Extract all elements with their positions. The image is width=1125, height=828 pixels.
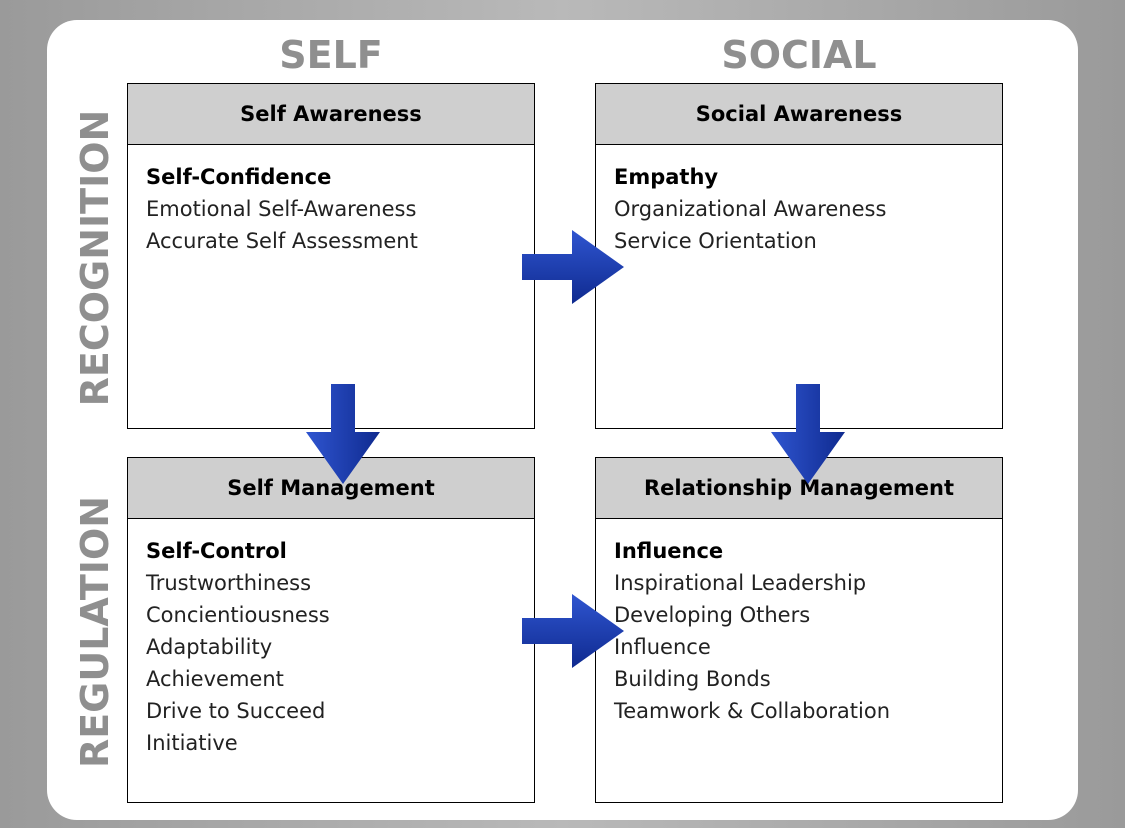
quadrant-self-management: Self Management Self-Control Trustworthi… <box>127 457 535 803</box>
list-item: Inspirational Leadership <box>614 571 867 595</box>
arrow-down-icon <box>306 384 380 484</box>
list-item: Influence <box>614 539 724 563</box>
arrow-down-icon <box>771 384 845 484</box>
arrow-shape <box>306 384 380 484</box>
quadrant-relationship-management: Relationship Management Influence Inspir… <box>595 457 1003 803</box>
competency-list: Self-Confidence Emotional Self-Awareness… <box>128 145 534 257</box>
arrow-shape <box>522 594 624 668</box>
arrow-shape <box>771 384 845 484</box>
row-heading-regulation: REGULATION <box>73 495 117 769</box>
column-heading-social: SOCIAL <box>721 33 877 77</box>
arrow-right-icon <box>522 594 624 668</box>
list-item: Trustworthiness <box>146 571 312 595</box>
row-heading-recognition: RECOGNITION <box>73 109 117 407</box>
arrow-right-icon <box>522 230 624 304</box>
list-item: Service Orientation <box>614 229 817 253</box>
list-item: Influence <box>614 635 711 659</box>
list-item: Self-Confidence <box>146 165 332 189</box>
column-heading-self: SELF <box>279 33 383 77</box>
quadrant-social-awareness: Social Awareness Empathy Organizational … <box>595 83 1003 429</box>
quadrant-self-awareness: Self Awareness Self-Confidence Emotional… <box>127 83 535 429</box>
list-item: Drive to Succeed <box>146 699 326 723</box>
list-item: Initiative <box>146 731 238 755</box>
list-item: Accurate Self Assessment <box>146 229 418 253</box>
list-item: Emotional Self-Awareness <box>146 197 417 221</box>
list-item: Empathy <box>614 165 719 189</box>
quadrant-title: Self Management <box>128 458 534 519</box>
list-item: Organizational Awareness <box>614 197 887 221</box>
list-item: Achievement <box>146 667 284 691</box>
list-item: Concientiousness <box>146 603 330 627</box>
list-item: Building Bonds <box>614 667 771 691</box>
competency-list: Influence Inspirational Leadership Devel… <box>596 519 1002 727</box>
list-item: Self-Control <box>146 539 287 563</box>
quadrant-title: Self Awareness <box>128 84 534 145</box>
quadrant-title: Social Awareness <box>596 84 1002 145</box>
list-item: Developing Others <box>614 603 811 627</box>
arrow-shape <box>522 230 624 304</box>
list-item: Teamwork & Collaboration <box>614 699 891 723</box>
quadrant-title: Relationship Management <box>596 458 1002 519</box>
list-item: Adaptability <box>146 635 273 659</box>
competency-list: Self-Control Trustworthiness Concientiou… <box>128 519 534 759</box>
competency-list: Empathy Organizational Awareness Service… <box>596 145 1002 257</box>
